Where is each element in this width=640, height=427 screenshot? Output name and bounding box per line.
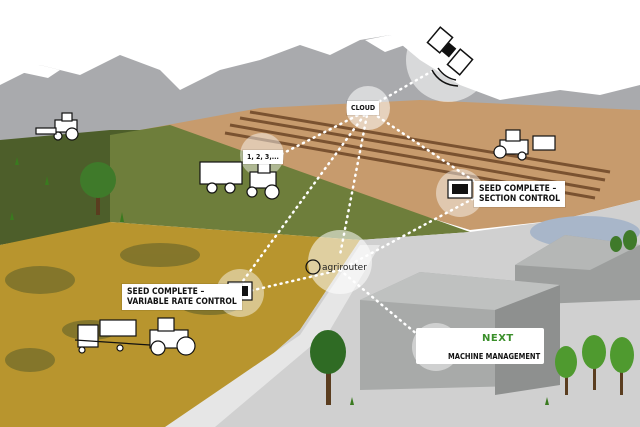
snow-cap <box>20 65 60 78</box>
terminal-icon <box>447 179 473 199</box>
tree-icon <box>555 346 577 395</box>
crop-field <box>110 125 470 240</box>
agrirouter-label: agrirouter <box>322 263 367 273</box>
machine-management-label: MACHINE MANAGEMENT <box>448 352 541 361</box>
tractor-icon <box>493 129 556 161</box>
cloud-label: CLOUD <box>347 101 380 115</box>
tractor-icon <box>149 317 196 356</box>
next-brand: NEXT <box>482 333 514 344</box>
seeder-icon <box>74 319 151 354</box>
satellite-icon <box>426 26 474 87</box>
agrirouter-logo <box>305 259 321 275</box>
grass-field <box>0 130 140 245</box>
snow-cap <box>365 35 405 52</box>
variable-rate-label: SEED COMPLETE – VARIABLE RATE CONTROL <box>122 284 242 310</box>
next-machine-management-box <box>416 328 544 364</box>
variable-rate-line2: VARIABLE RATE CONTROL <box>127 297 237 307</box>
tractor-icon <box>199 161 280 200</box>
tree-icon <box>610 337 634 395</box>
sequence-text: 1, 2, 3,... <box>247 153 279 161</box>
cloud-text: CLOUD <box>351 104 376 112</box>
variable-rate-field <box>0 222 360 427</box>
tree-icon <box>80 162 116 215</box>
variable-rate-line1: SEED COMPLETE – <box>127 287 205 297</box>
section-control-label: SEED COMPLETE – SECTION CONTROL <box>474 181 565 207</box>
furrows <box>224 110 611 200</box>
tree-icon <box>310 330 346 405</box>
tractor-icon <box>35 112 79 141</box>
tree-icon <box>610 230 637 252</box>
tree-icon <box>582 335 606 390</box>
sequence-label: 1, 2, 3,... <box>243 150 283 164</box>
section-control-line1: SEED COMPLETE – <box>479 184 557 194</box>
section-control-line2: SECTION CONTROL <box>479 194 560 204</box>
